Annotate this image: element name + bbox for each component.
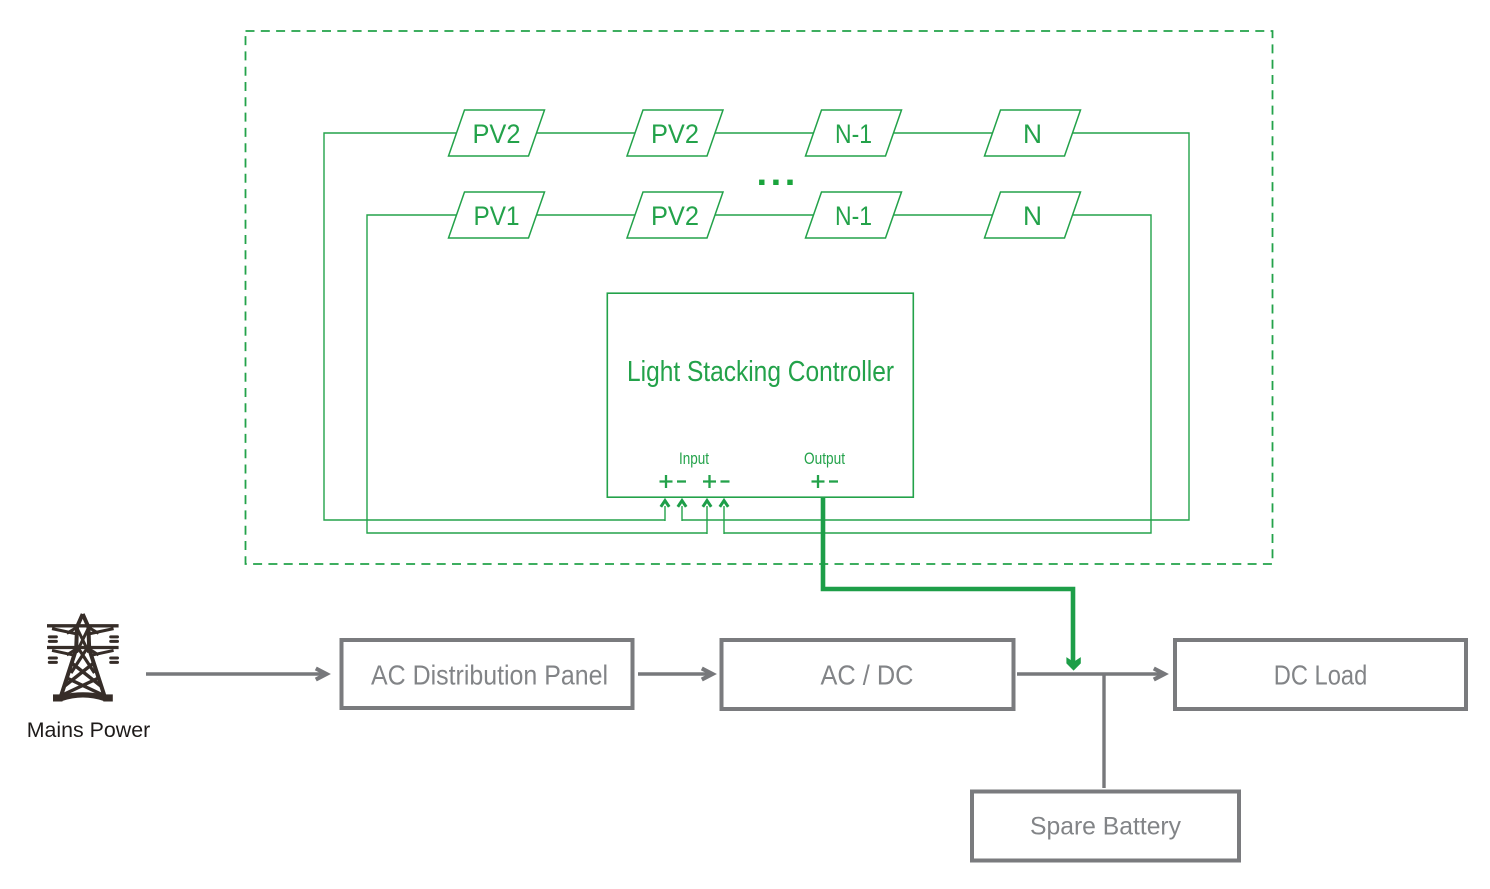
svg-text:Output: Output — [804, 449, 845, 468]
svg-text:N: N — [1023, 119, 1042, 149]
svg-text:AC Distribution Panel: AC Distribution Panel — [371, 660, 608, 691]
svg-text:Light Stacking Controller: Light Stacking Controller — [627, 356, 894, 388]
svg-text:N: N — [1023, 201, 1042, 231]
svg-text:N-1: N-1 — [835, 201, 872, 231]
svg-text:Input: Input — [679, 449, 709, 468]
svg-text:Spare Battery: Spare Battery — [1030, 813, 1181, 841]
svg-text:Mains Power: Mains Power — [27, 719, 151, 742]
svg-text:AC / DC: AC / DC — [821, 660, 914, 691]
svg-text:PV2: PV2 — [651, 201, 699, 231]
svg-text:PV2: PV2 — [651, 119, 699, 149]
svg-text:PV1: PV1 — [474, 201, 520, 231]
svg-text:N-1: N-1 — [835, 119, 872, 149]
svg-text:DC Load: DC Load — [1274, 660, 1368, 691]
svg-text:PV2: PV2 — [473, 119, 521, 149]
